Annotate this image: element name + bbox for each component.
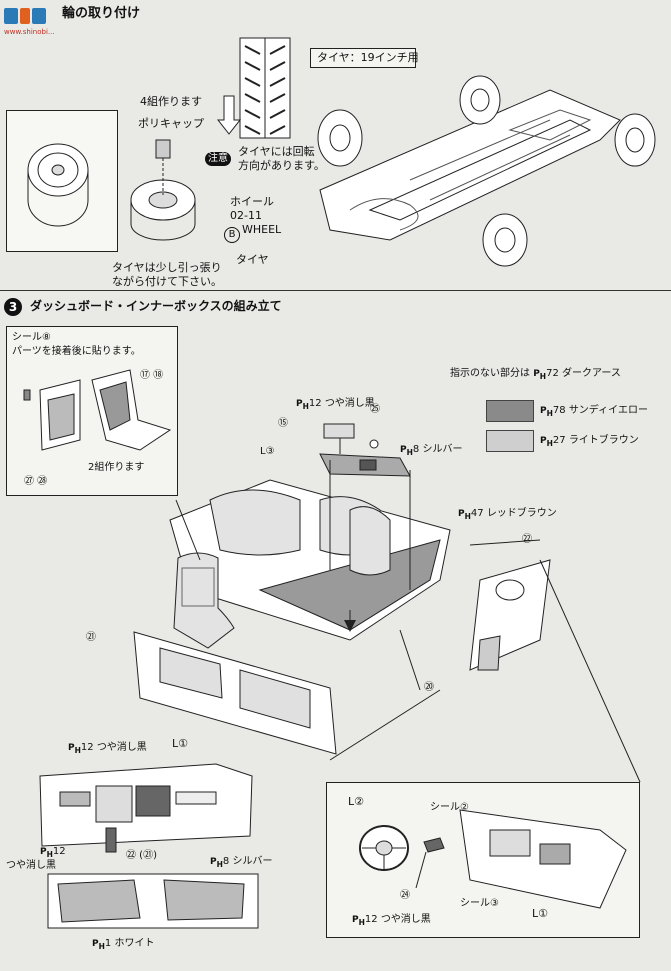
steering-dashboard-illustration: [459, 809, 627, 909]
interior-tub-illustration: [169, 479, 451, 641]
ph-code-72: PH: [533, 369, 547, 381]
legend-code-78: 78: [552, 405, 566, 416]
dash-ph-code-1: 1: [104, 938, 112, 949]
make-2-sets-note: 2組作ります: [88, 462, 145, 473]
step-title: ダッシュボード・インナーボックスの組み立て: [30, 299, 282, 313]
site-logo: [4, 6, 48, 32]
color-swatch-light-brown: [486, 430, 534, 452]
seat-detail-box: [6, 326, 178, 496]
matte-black-text: つや消し黒: [324, 398, 375, 409]
silver-text: シルバー: [422, 444, 463, 455]
wheel-mark-circle: B: [224, 227, 240, 243]
steering-matte-text: つや消し黒: [380, 914, 431, 925]
wheel-part-mark: B: [224, 222, 240, 243]
dash-matte-black-text: つや消し黒: [96, 742, 147, 753]
dash-ph-code-12: 12: [80, 742, 94, 753]
part-25-label: ㉕: [370, 404, 380, 415]
color-swatch-sandy-yellow: [486, 400, 534, 422]
wheel-label: ホイール: [230, 195, 274, 208]
dash-white-label: PH1 ホワイト: [92, 938, 155, 951]
tire-with-cap-illustration: [130, 139, 196, 241]
lower-door-panel-illustration: [47, 873, 259, 929]
install-note-line1: タイヤは少し引っ張り: [112, 261, 222, 274]
default-color-code: 72: [546, 368, 559, 379]
dashboard-piece-illustration: [469, 559, 551, 671]
logo-icon: [4, 8, 46, 24]
watermark-url: www.shinobi...: [4, 28, 55, 36]
dash-left-ph12: PH12: [40, 846, 66, 859]
seal-note: パーツを接着後に貼ります。: [12, 346, 141, 357]
dash-silver-text: シルバー: [232, 856, 273, 867]
steering-seal3-label: シール③: [460, 898, 499, 909]
silver-label: PH8 シルバー: [400, 444, 463, 457]
tire-size-label-box: タイヤ：19インチ用: [310, 48, 419, 68]
legend-name-78: サンディイエロー: [568, 405, 649, 416]
default-color-name: ダークアース: [562, 368, 621, 379]
seal-label: シール⑧: [12, 332, 51, 343]
dash-matte-black-label: PH12 つや消し黒: [68, 742, 147, 755]
wheel-code: 02-11: [230, 209, 262, 222]
rotation-arrow-icon: [216, 95, 242, 135]
part-17-18-label: ⑰ ⑱: [140, 370, 164, 381]
make-4-sets-note: 4組作ります: [140, 95, 202, 108]
dash-ph-code-8: 8: [222, 856, 230, 867]
part-l3-label: L③: [260, 446, 275, 457]
dash-left-matte-black: つや消し黒: [6, 860, 56, 871]
default-color-note-text: 指示のない部分は: [450, 368, 530, 379]
part-21-label: ㉑: [86, 632, 96, 643]
part-22-label: ㉒: [522, 534, 532, 545]
part-15-label: ⑮: [278, 418, 288, 429]
steering-seal2-label: シール②: [430, 802, 469, 813]
steering-l2-label: L②: [348, 795, 364, 808]
caution-badge: 注意: [205, 152, 231, 166]
red-brown-text: レッドブラウン: [486, 508, 557, 519]
part-27-28-label: ㉗ ㉘: [24, 476, 48, 487]
dash-left-ph-code: 12: [52, 846, 66, 857]
wheel-detail-box: [6, 110, 118, 252]
wheel-en-label: WHEEL: [242, 223, 282, 236]
door-panel-illustration: [133, 631, 337, 755]
step-number-badge: 3: [4, 298, 22, 316]
steering-wheel-illustration: [359, 825, 445, 889]
wheel-illustration: [27, 143, 89, 227]
center-console-illustration: [319, 423, 411, 477]
steering-matte-label: PH12 つや消し黒: [352, 914, 431, 927]
ph-code-47: 47: [470, 508, 484, 519]
caution-text-line2: 方向があります。: [238, 159, 325, 172]
dash-white-text: ホワイト: [114, 938, 155, 949]
install-note-line2: ながら付けて下さい。: [112, 275, 222, 288]
caution-text-line1: タイヤには回転: [238, 145, 315, 158]
steering-l1-label: L①: [532, 907, 548, 920]
ph-code-12: 12: [308, 398, 322, 409]
legend-name-27: ライトブラウン: [568, 435, 639, 446]
dashboard-front-illustration: [39, 763, 253, 853]
front-seat-illustration: [173, 552, 235, 649]
legend-code-27: 27: [552, 435, 566, 446]
ph-code-8: 8: [412, 444, 420, 455]
tire-label: タイヤ: [236, 253, 269, 266]
legend-item-light-brown: PH27 ライトブラウン: [540, 435, 639, 448]
tire-size-label: タイヤ：19インチ用: [317, 51, 419, 64]
poly-cap-label: ポリキャップ: [138, 117, 204, 130]
legend-item-sandy-yellow: PH78 サンディイエロー: [540, 405, 649, 418]
header-bar: [0, 0, 671, 34]
dash-part-22-21: ㉒ (㉑): [126, 850, 157, 861]
steering-part-24: ㉔: [400, 890, 410, 901]
page-title: 輪の取り付け: [62, 6, 141, 21]
red-brown-label: PH47 レッドブラウン: [458, 508, 557, 521]
tire-tread-illustration: [239, 37, 291, 139]
part-20-label: ⑳: [424, 682, 434, 693]
steering-ph-code-12: 12: [364, 914, 378, 925]
dash-l1-label: L①: [172, 737, 188, 750]
chassis-illustration: [317, 75, 656, 267]
front-seat-parts-illustration: [23, 369, 172, 451]
default-color-note: 指示のない部分は PH72 ダークアース: [450, 368, 621, 383]
section-divider: [0, 290, 671, 291]
dash-silver-label: PH8 シルバー: [210, 856, 273, 869]
matte-black-label: PH12 つや消し黒: [296, 398, 375, 411]
